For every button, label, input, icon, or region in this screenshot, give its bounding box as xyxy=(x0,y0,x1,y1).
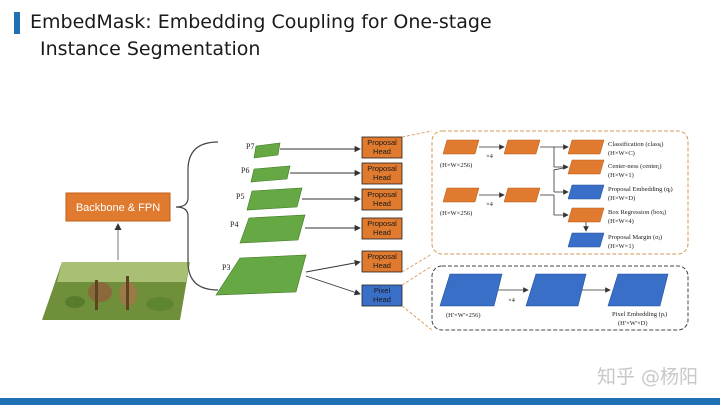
proposal-head-label: Head xyxy=(373,147,391,156)
level-p5-label: P5 xyxy=(236,192,244,201)
fpn-brace xyxy=(175,141,219,291)
centerness-map xyxy=(567,159,605,175)
proposal-head-label: Proposal xyxy=(367,252,397,261)
slide-title: EmbedMask: Embedding Coupling for One-st… xyxy=(30,9,492,63)
output-dims-proposal-embedding: (H×W×D) xyxy=(608,195,635,202)
level-p3-label: P3 xyxy=(222,263,230,272)
output-dims-box-regression: (H×W×4) xyxy=(608,218,634,225)
level-head-connectors xyxy=(280,145,361,296)
input-image xyxy=(42,262,190,320)
classification-map xyxy=(567,139,605,155)
proposal-embedding-map xyxy=(567,184,605,200)
title-line-1: EmbedMask: Embedding Coupling for One-st… xyxy=(30,11,492,33)
level-p7-label: P7 xyxy=(246,142,254,151)
proposal-head-label: Proposal xyxy=(367,138,397,147)
output-name-centerness: Center-ness (centerⱼ) xyxy=(608,163,662,170)
level-p6-label: P6 xyxy=(241,166,249,175)
pixel-head: Pixel Head xyxy=(361,284,403,307)
zoom-connectors xyxy=(401,130,433,331)
backbone-fpn-label: Backbone & FPN xyxy=(76,202,160,214)
pixel-repeat-label: ×4 xyxy=(508,297,516,304)
proposal-head-label: Proposal xyxy=(367,164,397,173)
output-dims-classification: (H×W×C) xyxy=(608,150,635,157)
proposal-head-label: Head xyxy=(373,228,391,237)
proposal-head-4: Proposal Head xyxy=(361,217,403,240)
proposal-head-label: Head xyxy=(373,261,391,270)
backbone-fpn-box: Backbone & FPN xyxy=(65,192,171,222)
proposal-head-label: Head xyxy=(373,199,391,208)
proposal-head-3: Proposal Head xyxy=(361,188,403,211)
pixel-embedding-map xyxy=(607,273,669,307)
proposal-head-label: Proposal xyxy=(367,219,397,228)
repeat-label: ×4 xyxy=(486,153,494,160)
cls-feature-input xyxy=(442,139,480,155)
cls-feature-tower xyxy=(503,139,541,155)
output-name-proposal-embedding: Proposal Embedding (qⱼ) xyxy=(608,186,673,193)
proposal-head-2: Proposal Head xyxy=(361,162,403,185)
level-p6: P6 xyxy=(241,165,291,183)
repeat-label: ×4 xyxy=(486,201,494,208)
level-p7: P7 xyxy=(246,142,281,159)
level-p4: P4 xyxy=(230,214,306,244)
output-name-classification: Classification (classⱼ) xyxy=(608,141,663,148)
feature-dims-label: (H×W×256) xyxy=(440,162,472,169)
pixel-feature-input xyxy=(439,273,503,307)
pixel-embedding-dims: (H'×W'×D) xyxy=(618,320,648,327)
proposal-head-label: Proposal xyxy=(367,190,397,199)
pixel-feature-dims: (H'×W'×256) xyxy=(446,312,481,319)
level-p4-label: P4 xyxy=(230,220,238,229)
output-dims-centerness: (H×W×1) xyxy=(608,172,634,179)
level-p5: P5 xyxy=(236,187,303,211)
proposal-head-1: Proposal Head xyxy=(361,136,403,159)
reg-feature-tower xyxy=(503,187,541,203)
pixel-head-label: Pixel xyxy=(374,286,391,295)
pixel-branch-detail: ×4 (H'×W'×256) Pixel Embedding (pᵢ) (H'×… xyxy=(431,265,689,331)
output-dims-proposal-margin: (H×W×1) xyxy=(608,243,634,250)
proposal-branch-detail: ×4 ×4 (H×W×256) (H×W×256) Classification… xyxy=(431,130,689,255)
feature-dims-label: (H×W×256) xyxy=(440,210,472,217)
proposal-margin-map xyxy=(567,232,605,248)
level-p3: P3 xyxy=(215,254,307,296)
pixel-head-label: Head xyxy=(373,295,391,304)
pixel-feature-tower xyxy=(525,273,587,307)
proposal-head-label: Head xyxy=(373,173,391,182)
pixel-embedding-name: Pixel Embedding (pᵢ) xyxy=(612,311,667,318)
reg-feature-input xyxy=(442,187,480,203)
footer-bar xyxy=(0,398,720,405)
watermark: 知乎 @杨阳 xyxy=(596,366,698,388)
output-name-proposal-margin: Proposal Margin (σⱼ) xyxy=(608,234,662,241)
box-regression-map xyxy=(567,207,605,223)
title-line-2: Instance Segmentation xyxy=(40,38,261,60)
output-name-box-regression: Box Regression (boxⱼ) xyxy=(608,209,666,216)
title-accent-bar xyxy=(14,12,20,34)
proposal-head-5: Proposal Head xyxy=(361,250,403,273)
